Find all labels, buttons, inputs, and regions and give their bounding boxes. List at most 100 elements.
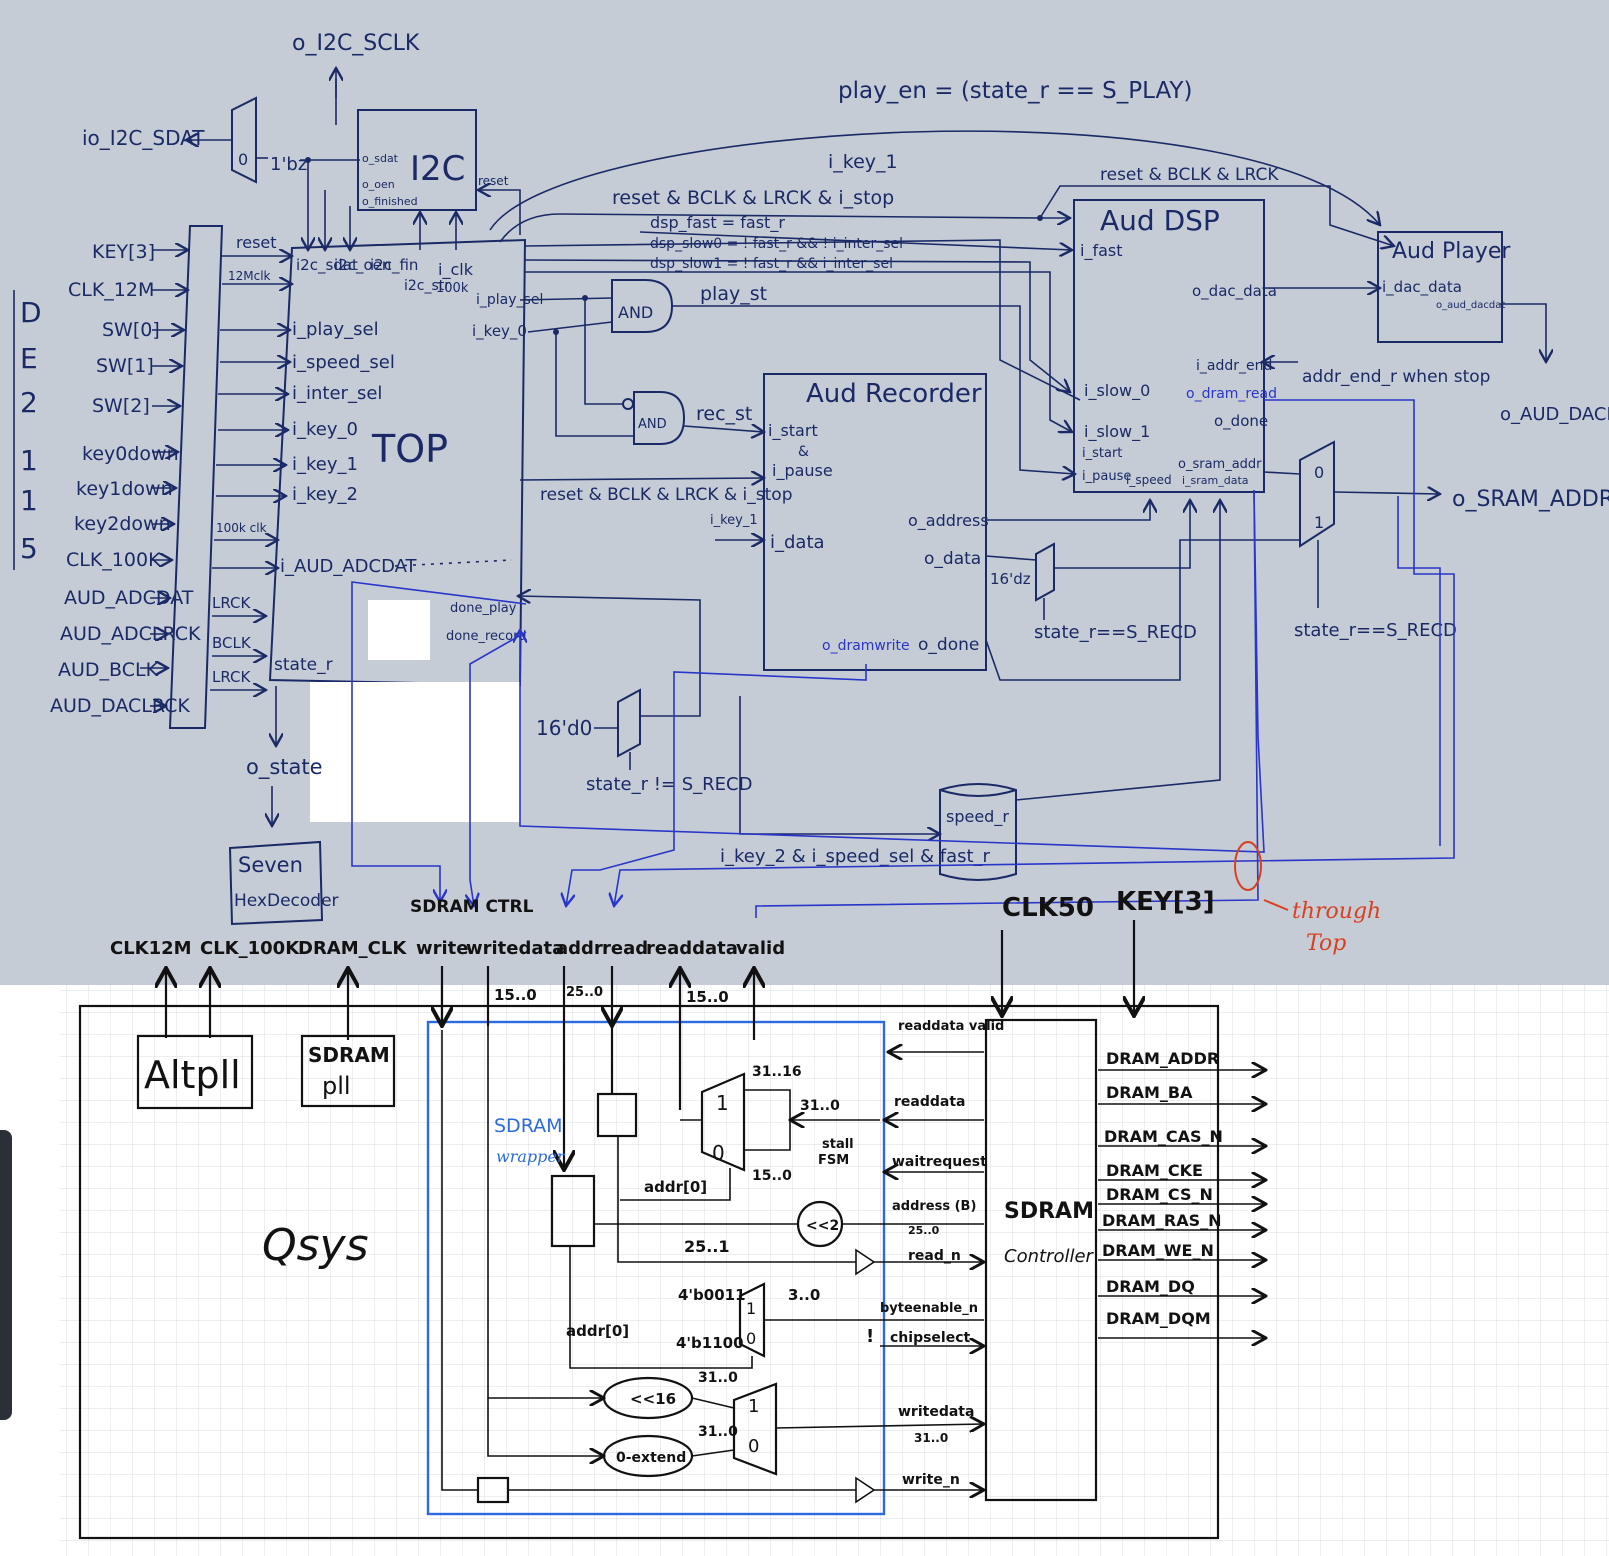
top-port-play-sel: i_play_sel bbox=[292, 319, 379, 340]
stall-label: stall bbox=[822, 1137, 854, 1152]
sdram-pll-line1: SDRAM bbox=[308, 1043, 390, 1067]
dsp-slow1-label: dsp_slow1 = ! fast_r && i_inter_sel bbox=[650, 256, 893, 272]
dram-ba: DRAM_BA bbox=[1106, 1083, 1193, 1102]
dram-cke: DRAM_CKE bbox=[1106, 1161, 1203, 1180]
sdram-pll-line2: pll bbox=[322, 1072, 351, 1100]
de2-letter-1b: 1 bbox=[20, 484, 38, 517]
o-aud-dacdat-label: o_AUD_DACDAT bbox=[1500, 404, 1609, 425]
input-key3: KEY[3] bbox=[92, 241, 155, 263]
sig-writedata: writedata bbox=[466, 938, 564, 959]
player-port-dac-data: i_dac_data bbox=[1382, 278, 1462, 297]
dram-we-n: DRAM_WE_N bbox=[1102, 1241, 1214, 1260]
rec-port-pause: i_pause bbox=[772, 461, 833, 481]
o-sram-addr-label: o_SRAM_ADDR bbox=[1452, 487, 1609, 512]
dsp-port-start: i_start bbox=[1082, 446, 1122, 461]
dram-cas-n: DRAM_CAS_N bbox=[1104, 1127, 1223, 1146]
sig-clk12m: CLK12M bbox=[110, 938, 192, 959]
ctrl-writedata-width: 31..0 bbox=[914, 1431, 948, 1445]
dsp-port-speed: i_speed bbox=[1126, 473, 1172, 487]
top-port-i-clk: i_clk bbox=[438, 260, 474, 280]
sig-dram-clk: DRAM_CLK bbox=[298, 938, 407, 959]
rec-port-start: i_start bbox=[768, 421, 818, 441]
top-port-done-play: done_play bbox=[450, 601, 517, 616]
bus-lrck-1: LRCK bbox=[212, 594, 252, 612]
through-label: through bbox=[1292, 899, 1381, 924]
byteen-mux-zero: 0 bbox=[746, 1329, 756, 1348]
sig-readdata: readdata bbox=[646, 938, 738, 959]
ctrl-address: address (B) bbox=[892, 1199, 976, 1214]
width-3-0: 3..0 bbox=[788, 1286, 820, 1304]
bus-reset: reset bbox=[236, 233, 277, 252]
readdata-bits-31-0: 31..0 bbox=[800, 1098, 840, 1114]
ctrl-readdata-valid: readdata valid bbox=[898, 1019, 1004, 1034]
side-panel-tab[interactable] bbox=[0, 1130, 12, 1420]
reset-bclk-dsp-label: reset & BCLK & LRCK bbox=[1100, 165, 1279, 185]
dsp-port-dram-read: o_dram_read bbox=[1186, 386, 1277, 402]
de2-letter-1a: 1 bbox=[20, 444, 38, 477]
ctrl-byteenable-n: byteenable_n bbox=[880, 1301, 978, 1316]
key1-rec-label: i_key_1 bbox=[710, 513, 758, 528]
state-recd-label-a: state_r==S_RECD bbox=[1034, 622, 1197, 643]
rec-st-label: rec_st bbox=[696, 403, 752, 425]
play-st-label: play_st bbox=[700, 283, 767, 305]
redaction-patch-2 bbox=[310, 682, 520, 822]
ctrl-waitrequest: waitrequest bbox=[892, 1154, 987, 1170]
dsp-port-done: o_done bbox=[1214, 412, 1268, 431]
input-sw1: SW[1] bbox=[96, 355, 154, 377]
readdata-mux-zero: 0 bbox=[712, 1141, 725, 1165]
input-clk100k: CLK_100K bbox=[66, 549, 161, 571]
readdata-bits-15-0: 15..0 bbox=[752, 1168, 792, 1184]
bus-12mclk: 12Mclk bbox=[228, 269, 271, 283]
byteen-mux-one: 1 bbox=[746, 1299, 756, 1318]
i2c-title: I2C bbox=[410, 149, 465, 189]
input-clk12m: CLK_12M bbox=[68, 279, 154, 301]
sram-mux-zero: 0 bbox=[1314, 463, 1324, 482]
sdram-controller-line1: SDRAM bbox=[1004, 1199, 1094, 1224]
bus-100kclk: 100k clk bbox=[216, 521, 267, 535]
ctrl-address-width: 25..0 bbox=[908, 1224, 940, 1237]
aud-player-title: Aud Player bbox=[1392, 239, 1511, 264]
i2c-sclk-label: o_I2C_SCLK bbox=[292, 31, 420, 56]
rec-port-data: i_data bbox=[770, 532, 825, 553]
i2c-port-finished: o_finished bbox=[362, 195, 418, 208]
play-en-label: play_en = (state_r == S_PLAY) bbox=[838, 78, 1192, 104]
key2-cond-label: i_key_2 & i_speed_sel & fast_r bbox=[720, 846, 991, 867]
i2c-reset-label: reset bbox=[478, 174, 509, 188]
aud-dsp-title: Aud DSP bbox=[1100, 204, 1220, 237]
o-state-label: o_state bbox=[246, 755, 323, 780]
dsp-port-addr-end: i_addr_end bbox=[1196, 358, 1272, 374]
seven-hex-line2: HexDecoder bbox=[234, 891, 339, 911]
wd-mux-one: 1 bbox=[748, 1396, 759, 1417]
top-port-state-r: state_r bbox=[274, 655, 333, 675]
sig-read: read bbox=[602, 938, 648, 959]
redaction-patch-1 bbox=[368, 600, 430, 660]
dsp-port-slow1: i_slow_1 bbox=[1084, 422, 1150, 442]
bus-lrck-2: LRCK bbox=[212, 668, 252, 686]
altpll-label: Altpll bbox=[144, 1053, 241, 1097]
dram-dqm: DRAM_DQM bbox=[1106, 1309, 1211, 1328]
chipselect-bang: ! bbox=[866, 1326, 874, 1347]
state-recd-label-b: state_r==S_RECD bbox=[1294, 620, 1457, 641]
wrapper-label-1: SDRAM bbox=[494, 1115, 563, 1137]
i2c-port-sdat: o_sdat bbox=[362, 152, 399, 165]
dsp-port-sram-addr: o_sram_addr bbox=[1178, 457, 1262, 472]
de2-letter-e: E bbox=[20, 342, 38, 375]
width-addr: 25..0 bbox=[566, 985, 603, 1000]
input-aud-daclrck: AUD_DACLRCK bbox=[50, 695, 190, 717]
top-port-inter-sel: i_inter_sel bbox=[292, 383, 382, 404]
dsp-port-dac-data: o_dac_data bbox=[1192, 282, 1277, 301]
i2c-sdat-label: io_I2C_SDAT bbox=[82, 126, 205, 150]
fsm-label: FSM bbox=[818, 1153, 849, 1168]
input-sw0: SW[0] bbox=[102, 319, 160, 341]
sdat-mux-zero: 0 bbox=[238, 150, 248, 169]
sig-write: write bbox=[416, 938, 469, 959]
top-port-key1: i_key_1 bbox=[292, 454, 358, 475]
width-31-0-a: 31..0 bbox=[698, 1370, 738, 1386]
top-port-r-key0: i_key_0 bbox=[472, 322, 527, 341]
width-writedata: 15..0 bbox=[494, 986, 537, 1004]
top-port-done-record: done_record bbox=[446, 629, 526, 644]
wd-mux-zero: 0 bbox=[748, 1436, 759, 1457]
rec-port-amp: & bbox=[798, 444, 809, 460]
